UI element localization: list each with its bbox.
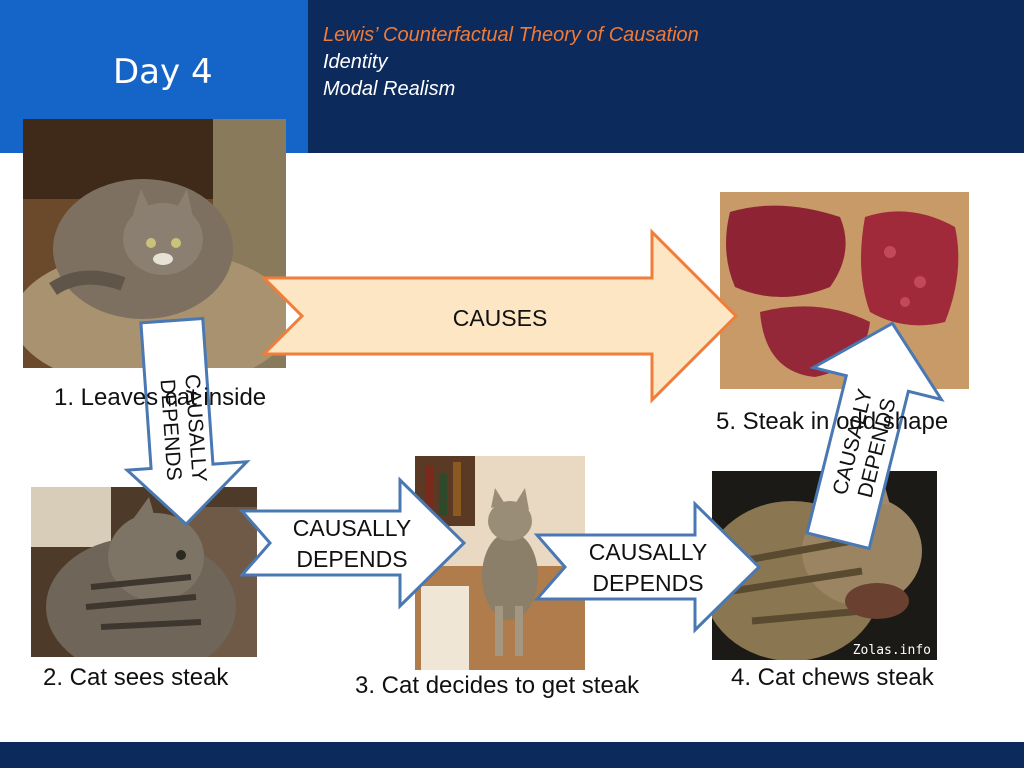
depends-2-3-label: CAUSALLY DEPENDS <box>272 513 432 575</box>
watermark-text: Zolas.info <box>852 643 931 658</box>
caption-leaves-inside: 1. Leaves cat inside <box>54 384 267 411</box>
caption-cat-chews: 4. Cat chews steak <box>731 664 934 691</box>
depends-3-4-line-1: CAUSALLY <box>588 539 708 565</box>
topic-identity: Identity <box>323 51 388 73</box>
photo-cat-on-couch <box>23 119 286 368</box>
causes-arrow <box>260 228 739 404</box>
depends-arrow-2-3 <box>238 476 467 610</box>
causes-arrow-label: CAUSES <box>452 305 548 331</box>
depends-3-4-line-2: DEPENDS <box>592 570 704 596</box>
slide-title: Day 4 <box>113 52 213 92</box>
depends-3-4-label: CAUSALLY DEPENDS <box>568 537 728 599</box>
depends-2-3-line-1: CAUSALLY <box>292 515 412 541</box>
photo-cat-sitting <box>415 456 585 670</box>
topic-counterfactual-theory: Lewis’ Counterfactual Theory of Causatio… <box>323 24 699 46</box>
depends-2-3-line-2: DEPENDS <box>296 546 408 572</box>
caption-cat-decides: 3. Cat decides to get steak <box>355 672 640 699</box>
caption-cat-sees-steak: 2. Cat sees steak <box>43 664 229 691</box>
depends-arrow-1-2: CAUSALLY DEPENDS <box>120 316 251 528</box>
caption-steak-shape: 5. Steak in odd shape <box>716 408 949 435</box>
footer-bar <box>0 742 1024 768</box>
depends-arrow-3-4 <box>533 500 762 634</box>
photo-cat-profile <box>31 487 257 657</box>
header-right-panel <box>308 0 1024 153</box>
depends-arrow-4-5: CAUSALLY DEPENDS <box>795 318 945 551</box>
topic-modal-realism: Modal Realism <box>323 78 456 100</box>
